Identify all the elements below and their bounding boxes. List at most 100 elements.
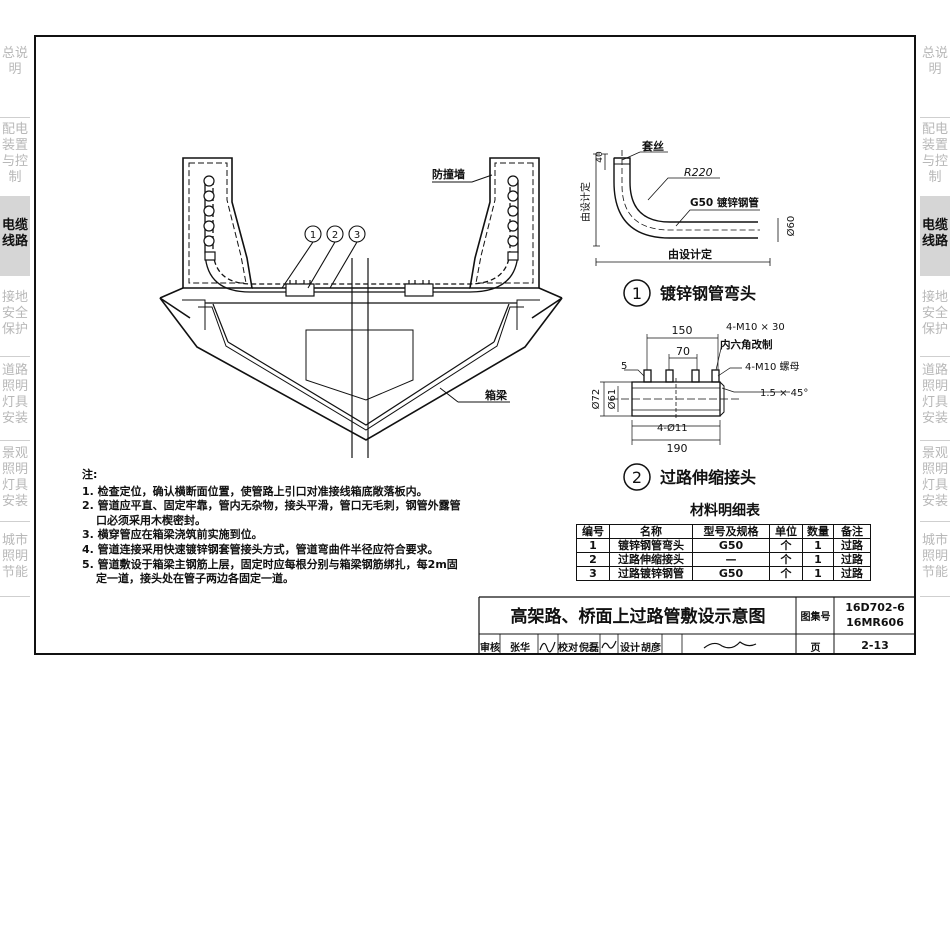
table-row: 2 过路伸缩接头 — 个 1 过路: [576, 552, 871, 567]
atlas-number-2: 16MR606: [846, 616, 904, 629]
side-tab-cable-lines[interactable]: 电缆线路: [0, 196, 30, 276]
label-box-girder: 箱梁: [485, 388, 508, 402]
cell: 个: [769, 552, 803, 567]
pipe-joints: [285, 280, 434, 297]
side-tab-general-right[interactable]: 总说明: [921, 46, 948, 77]
title-block-grid: [478, 596, 916, 655]
side-tab-road-lighting[interactable]: 道路照明灯具安装: [1, 363, 28, 426]
cell: 1: [576, 538, 610, 553]
cell: G50: [692, 566, 770, 581]
side-tab-general[interactable]: 总说明: [1, 46, 28, 77]
side-tab-grounding-right[interactable]: 接地安全保护: [921, 290, 948, 337]
d2-number: 2: [632, 468, 642, 487]
table-row: 3 过路镀锌钢管 G50 个 1 过路: [576, 566, 871, 581]
cell: 2: [576, 552, 610, 567]
cell: 1: [802, 538, 834, 553]
d2-note-nut: 4-M10 螺母: [745, 361, 800, 373]
page-number: 2-13: [861, 639, 889, 652]
d1-number: 1: [632, 284, 642, 303]
design-label: 设计: [620, 643, 640, 654]
cell: 过路: [833, 552, 871, 567]
drawing-title: 高架路、桥面上过路管敷设示意图: [510, 607, 766, 627]
note-item-2: 2. 管道应平直、固定牢靠，管内无杂物，接头平滑，管口无毛刺，钢管外露管口必须采…: [82, 499, 461, 527]
d2-dim-61: Ø61: [606, 389, 618, 410]
atlas-label: 图集号: [800, 612, 831, 623]
d2-dim-5: 5: [621, 361, 627, 372]
side-tab-cable-lines-right[interactable]: 电缆线路: [920, 196, 950, 276]
d1-diameter-label: Ø60: [785, 216, 797, 237]
drawing-sheet: [34, 35, 916, 655]
side-tab-landscape-lighting[interactable]: 景观照明灯具安装: [1, 446, 28, 509]
note-item-1: 1. 检查定位，确认横断面位置，使管路上引口对准接线箱底敞落板内。: [82, 484, 428, 498]
cell: 1: [802, 566, 834, 581]
th-remark: 备注: [833, 524, 871, 539]
table-row: 1 镀锌钢管弯头 G50 个 1 过路: [576, 538, 871, 553]
cable-pipes: [204, 180, 519, 293]
side-tab-energy-saving[interactable]: 城市照明节能: [1, 533, 28, 580]
d2-dim-70: 70: [676, 345, 690, 358]
review-label: 审核: [480, 643, 500, 654]
check-name: 倪磊: [579, 643, 599, 654]
d1-dim-40: 40: [595, 151, 605, 163]
d1-design-vertical: 由设计定: [579, 182, 592, 222]
note-item-4: 4. 管道连接采用快速镀锌钢套管接头方式，管道弯曲件半径应符合要求。: [82, 542, 439, 556]
d1-thread-label: 套丝: [642, 139, 664, 153]
side-tab-road-lighting-right[interactable]: 道路照明灯具安装: [921, 363, 948, 426]
d1-title: 镀锌钢管弯头: [660, 284, 756, 303]
cell: 过路镀锌钢管: [609, 566, 693, 581]
callouts: [281, 225, 366, 289]
d2-note-hex: 内六角改制: [720, 338, 773, 351]
cell: 1: [802, 552, 834, 567]
d2-title: 过路伸缩接头: [660, 468, 756, 487]
material-table: 编号 名称 型号及规格 单位 数量 备注 1 镀锌钢管弯头 G50 个 1 过路…: [576, 524, 871, 581]
d1-pipe-label: G50 镀锌钢管: [690, 196, 759, 209]
d2-dim-72: Ø72: [590, 389, 602, 410]
cell: G50: [692, 538, 770, 553]
notes-title: 注:: [82, 468, 98, 481]
detail2-joint: [600, 334, 790, 445]
cell: 过路: [833, 538, 871, 553]
d2-dim-190: 190: [667, 442, 688, 455]
side-tab-distribution-right[interactable]: 配电装置与控制: [921, 122, 948, 185]
side-tab-landscape-lighting-right[interactable]: 景观照明灯具安装: [921, 446, 948, 509]
cell: —: [692, 552, 770, 567]
material-table-title: 材料明细表: [690, 503, 760, 519]
check-signature: [601, 640, 617, 649]
callout-3: 3: [354, 230, 360, 241]
design-name: 胡彦: [641, 643, 661, 654]
cell: 过路伸缩接头: [609, 552, 693, 567]
callout-2: 2: [332, 230, 338, 241]
review-signature: [539, 641, 556, 653]
cell: 个: [769, 566, 803, 581]
box-girder-section: [159, 157, 563, 458]
detail1-elbow: [593, 150, 779, 266]
cell: 过路: [833, 566, 871, 581]
d2-note-bolt: 4-M10 × 30: [726, 322, 785, 333]
wall-conduits: [203, 175, 519, 261]
cell: 个: [769, 538, 803, 553]
side-tab-distribution[interactable]: 配电装置与控制: [1, 122, 28, 185]
side-tab-grounding[interactable]: 接地安全保护: [1, 290, 28, 337]
atlas-number-1: 16D702-6: [845, 601, 905, 614]
note-item-3: 3. 横穿管应在箱梁浇筑前实施到位。: [82, 528, 263, 542]
review-name: 张华: [510, 643, 530, 654]
table-header-row: 编号 名称 型号及规格 单位 数量 备注: [576, 524, 871, 539]
th-unit: 单位: [769, 524, 803, 539]
page-label: 页: [810, 643, 821, 654]
side-tab-energy-saving-right[interactable]: 城市照明节能: [921, 533, 948, 580]
notes-block: 注: 1. 检查定位，确认横断面位置，使管路上引口对准接线箱底敞落板内。 2. …: [82, 468, 467, 587]
th-name: 名称: [609, 524, 693, 539]
callout-1: 1: [310, 230, 316, 241]
th-model: 型号及规格: [692, 524, 770, 539]
th-qty: 数量: [802, 524, 834, 539]
d1-design-horizontal: 由设计定: [668, 247, 712, 261]
cell: 3: [576, 566, 610, 581]
th-no: 编号: [576, 524, 610, 539]
d2-dim-150: 150: [672, 324, 693, 337]
check-label: 校对: [558, 643, 578, 654]
cell: 镀锌钢管弯头: [609, 538, 693, 553]
design-signature: [703, 641, 757, 649]
d1-radius-label: R220: [684, 166, 713, 179]
d2-dim-holes: 4-Ø11: [657, 422, 688, 434]
